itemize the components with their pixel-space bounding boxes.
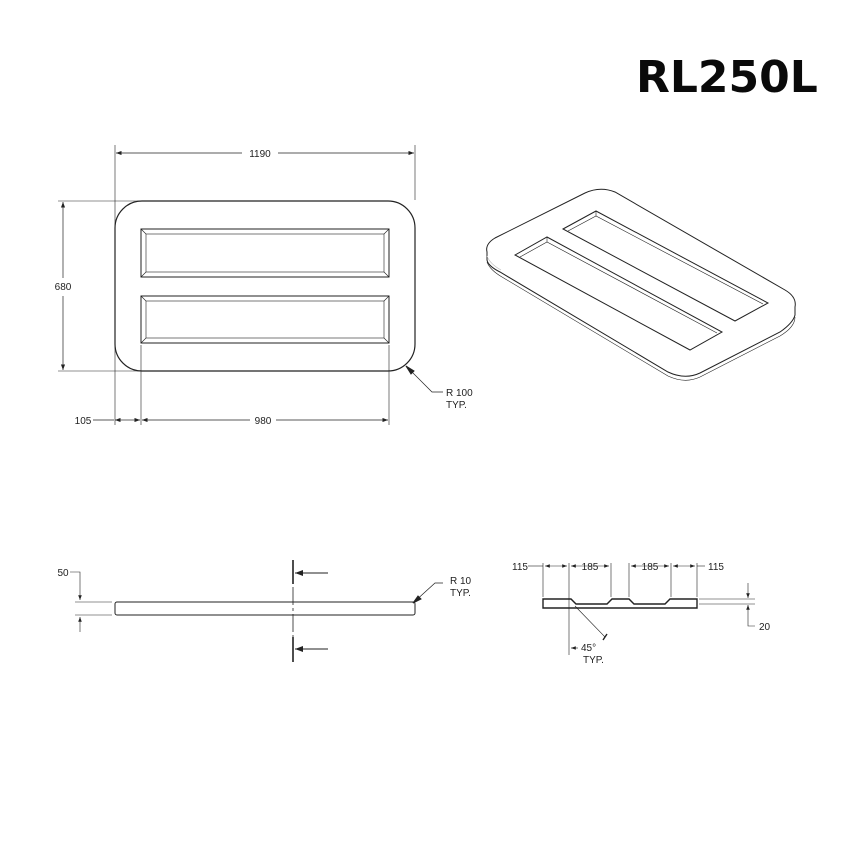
section-view [528, 563, 755, 655]
dim-section-depth: 20 [759, 622, 771, 633]
isometric-view [486, 188, 796, 381]
dim-thickness: 50 [57, 568, 69, 579]
dim-recess-length: 980 [255, 416, 272, 427]
dim-overall-width: 1190 [249, 149, 271, 160]
corner-radius-note: TYP. [446, 400, 467, 411]
edge-radius-note: TYP. [450, 588, 471, 599]
dim-section-115-left: 115 [512, 562, 528, 573]
dim-section-185-right: 185 [642, 562, 659, 573]
top-view [58, 145, 443, 425]
dim-section-185-left: 185 [582, 562, 599, 573]
edge-radius-label: R 10 [450, 576, 472, 587]
dim-edge-offset: 105 [75, 416, 92, 427]
side-view [70, 560, 443, 662]
dim-overall-height: 680 [55, 282, 72, 293]
product-code-title: RL250L [636, 52, 818, 103]
angle-note: TYP. [583, 655, 604, 666]
corner-radius-label: R 100 [446, 388, 473, 399]
angle-label: 45° [581, 643, 596, 654]
dim-section-115-right: 115 [708, 562, 724, 573]
